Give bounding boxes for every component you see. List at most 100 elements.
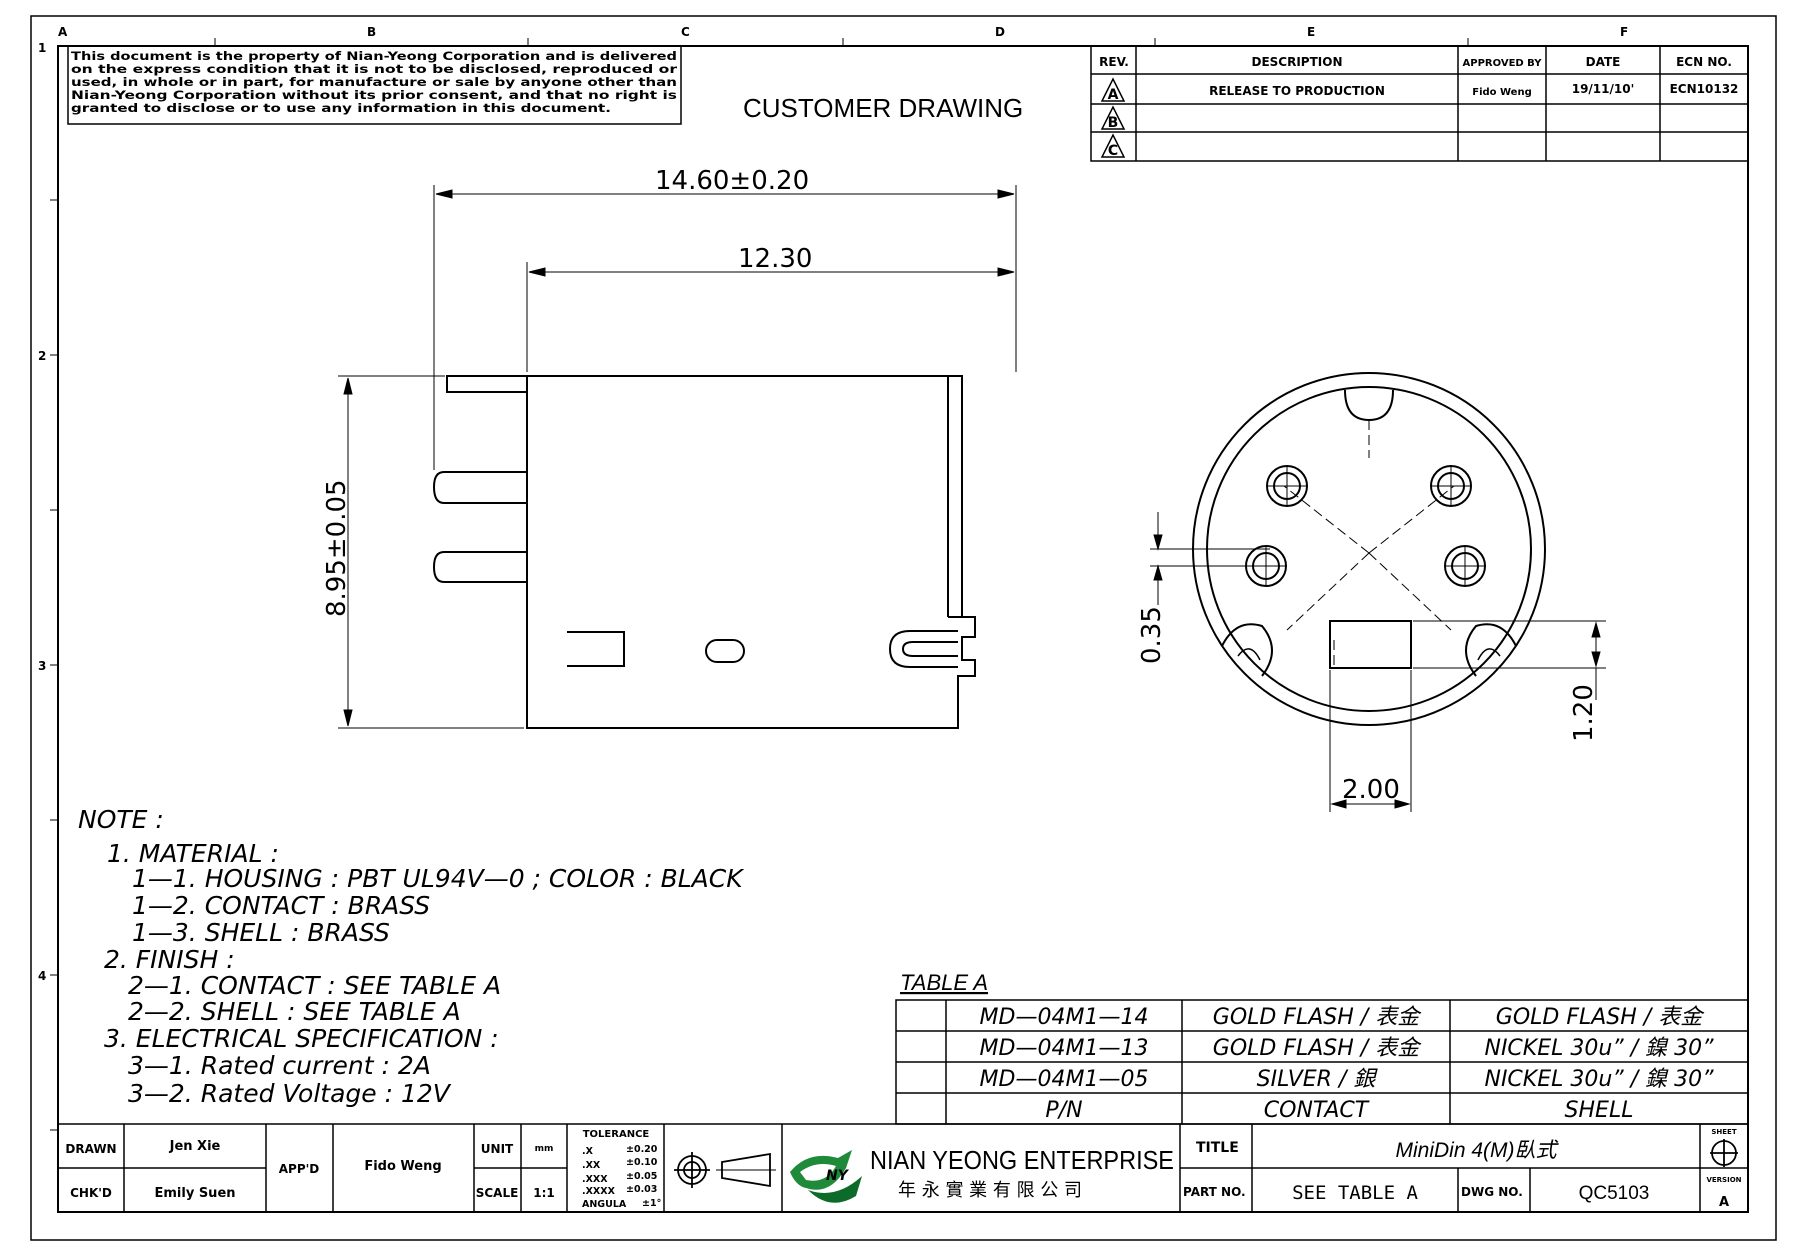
disclaimer-line: Nian-Yeong Corporation without its prior… [71,88,677,102]
table-row-contact: GOLD FLASH / 表金 [1213,1036,1422,1061]
table-row-shell: NICKEL 30u” / 鎳 30” [1484,1067,1714,1092]
note-line: 2. FINISH : [104,945,235,974]
table-row-pn: MD—04M1—13 [980,1036,1149,1061]
table-row-shell: GOLD FLASH / 表金 [1496,1005,1705,1030]
notes-block: NOTE : 1. MATERIAL : 1—1. HOUSING : PBT … [78,805,745,1108]
tolerance-key: .XXXX [582,1186,616,1197]
dwg-label: DWG NO. [1461,1185,1523,1199]
version-value: A [1719,1195,1729,1210]
disclaimer-line: granted to disclose or to use any inform… [71,101,611,115]
rev-description: RELEASE TO PRODUCTION [1209,84,1385,98]
projection-symbol-icon [674,1152,776,1188]
tolerance-value: ±0.20 [626,1144,658,1155]
zone-letters: A B C D E F 1 2 3 4 [38,25,1628,983]
table-header-pn: P/N [1045,1098,1082,1123]
zone-row-1: 1 [38,41,46,55]
note-line: 1—1. HOUSING : PBT UL94V—0 ; COLOR : BLA… [132,864,745,893]
part-value: SEE TABLE A [1292,1182,1418,1204]
table-a: TABLE A MD—04M1—14 GOLD FLASH / 表金 GOLD … [895,970,1749,1125]
tolerance-value: ±1° [642,1198,661,1209]
note-line: 1—3. SHELL : BRASS [132,918,390,947]
note-line: 2—1. CONTACT : SEE TABLE A [128,971,501,1000]
pin-hole [1430,465,1472,507]
notes-heading: NOTE : [78,805,164,834]
zone-col-a: A [58,25,68,39]
zone-col-e: E [1307,25,1315,39]
table-row-pn: MD—04M1—05 [980,1067,1149,1092]
note-line: 3. ELECTRICAL SPECIFICATION : [104,1024,499,1053]
dim-overall-length: 14.60±0.20 [655,166,809,196]
housing-slot [567,631,625,667]
table-row-contact: GOLD FLASH / 表金 [1213,1005,1422,1030]
latch-notch-left [1221,623,1273,677]
chkd-label: CHK'D [70,1186,112,1200]
disclaimer-line: This document is the property of Nian-Ye… [71,49,677,63]
zone-row-3: 3 [38,659,46,673]
part-label: PART NO. [1183,1185,1246,1199]
dim-key-height: 1.20 [1569,684,1599,742]
rev-mark: A [1108,87,1119,103]
pin-lower [432,551,527,583]
tolerance-key: .XXX [582,1174,608,1185]
table-row-shell: NICKEL 30u” / 鎳 30” [1484,1036,1714,1061]
connector-side-view [432,375,976,729]
mounting-tab [888,630,958,668]
table-header-shell: SHELL [1565,1098,1634,1123]
rev-date: 19/11/10' [1572,82,1635,96]
zone-col-f: F [1620,25,1628,39]
appd-label: APP'D [279,1162,320,1176]
dim-height: 8.95±0.05 [322,479,352,617]
company-logo-icon: NY [790,1150,862,1203]
disclaimer-line: used, in whole or in part, for manufactu… [71,75,677,89]
drawing-title: CUSTOMER DRAWING [743,93,1023,123]
center-key [1329,620,1412,669]
oval-hole [705,639,745,663]
company-name: NIAN YEONG ENTERPRISE [870,1145,1174,1175]
disclaimer-line: on the express condition that it is not … [71,62,677,76]
note-line: 1—2. CONTACT : BRASS [132,891,430,920]
rev-header-description: DESCRIPTION [1251,55,1342,69]
rev-mark: B [1108,115,1119,131]
table-a-title: TABLE A [900,970,988,995]
drawn-value: Jen Xie [169,1139,221,1154]
title-label: TITLE [1196,1140,1239,1156]
note-line: 2—2. SHELL : SEE TABLE A [128,997,461,1026]
pin-hole [1266,465,1308,507]
dim-body-length: 12.30 [738,244,812,274]
pin-hole [1245,545,1287,587]
version-label: VERSION [1706,1176,1741,1184]
tolerance-value: ±0.03 [626,1184,657,1195]
note-line: 1. MATERIAL : [107,839,279,868]
disclaimer-box: This document is the property of Nian-Ye… [67,45,682,125]
dim-offset: 0.35 [1137,606,1167,664]
rev-header-date: DATE [1586,55,1621,69]
tolerance-value: ±0.10 [626,1157,658,1168]
scale-value: 1:1 [533,1186,555,1200]
front-dimensions [1150,512,1606,812]
zone-col-b: B [367,25,376,39]
table-row-pn: MD—04M1—14 [980,1005,1149,1030]
top-key-notch [1344,389,1394,422]
zone-row-4: 4 [38,969,46,983]
table-row-contact: SILVER / 銀 [1257,1067,1379,1092]
table-header-contact: CONTACT [1264,1098,1370,1123]
company-chinese: 年 永 實 業 有 限 公 司 [898,1180,1082,1201]
chkd-value: Emily Suen [154,1186,235,1201]
zone-row-2: 2 [38,349,46,363]
unit-value: mm [535,1144,554,1154]
dwg-value: QC5103 [1579,1183,1650,1204]
rev-mark: C [1108,143,1118,159]
note-line: 3—1. Rated current : 2A [128,1051,431,1080]
logo-lettering: NY [826,1168,850,1184]
tolerance-title: TOLERANCE [583,1129,650,1140]
sheet-symbol-icon [1710,1139,1738,1167]
revision-table: REV. DESCRIPTION APPROVED BY DATE ECN NO… [1090,45,1749,162]
pin-top [446,375,527,393]
rev-header-rev: REV. [1099,55,1129,69]
title-block: DRAWN Jen Xie CHK'D Emily Suen APP'D Fid… [57,1123,1749,1213]
tolerance-key: .X [582,1146,594,1157]
tolerance-key: ANGULA [582,1199,627,1210]
zone-col-d: D [995,25,1005,39]
rev-header-approved: APPROVED BY [1463,58,1543,69]
